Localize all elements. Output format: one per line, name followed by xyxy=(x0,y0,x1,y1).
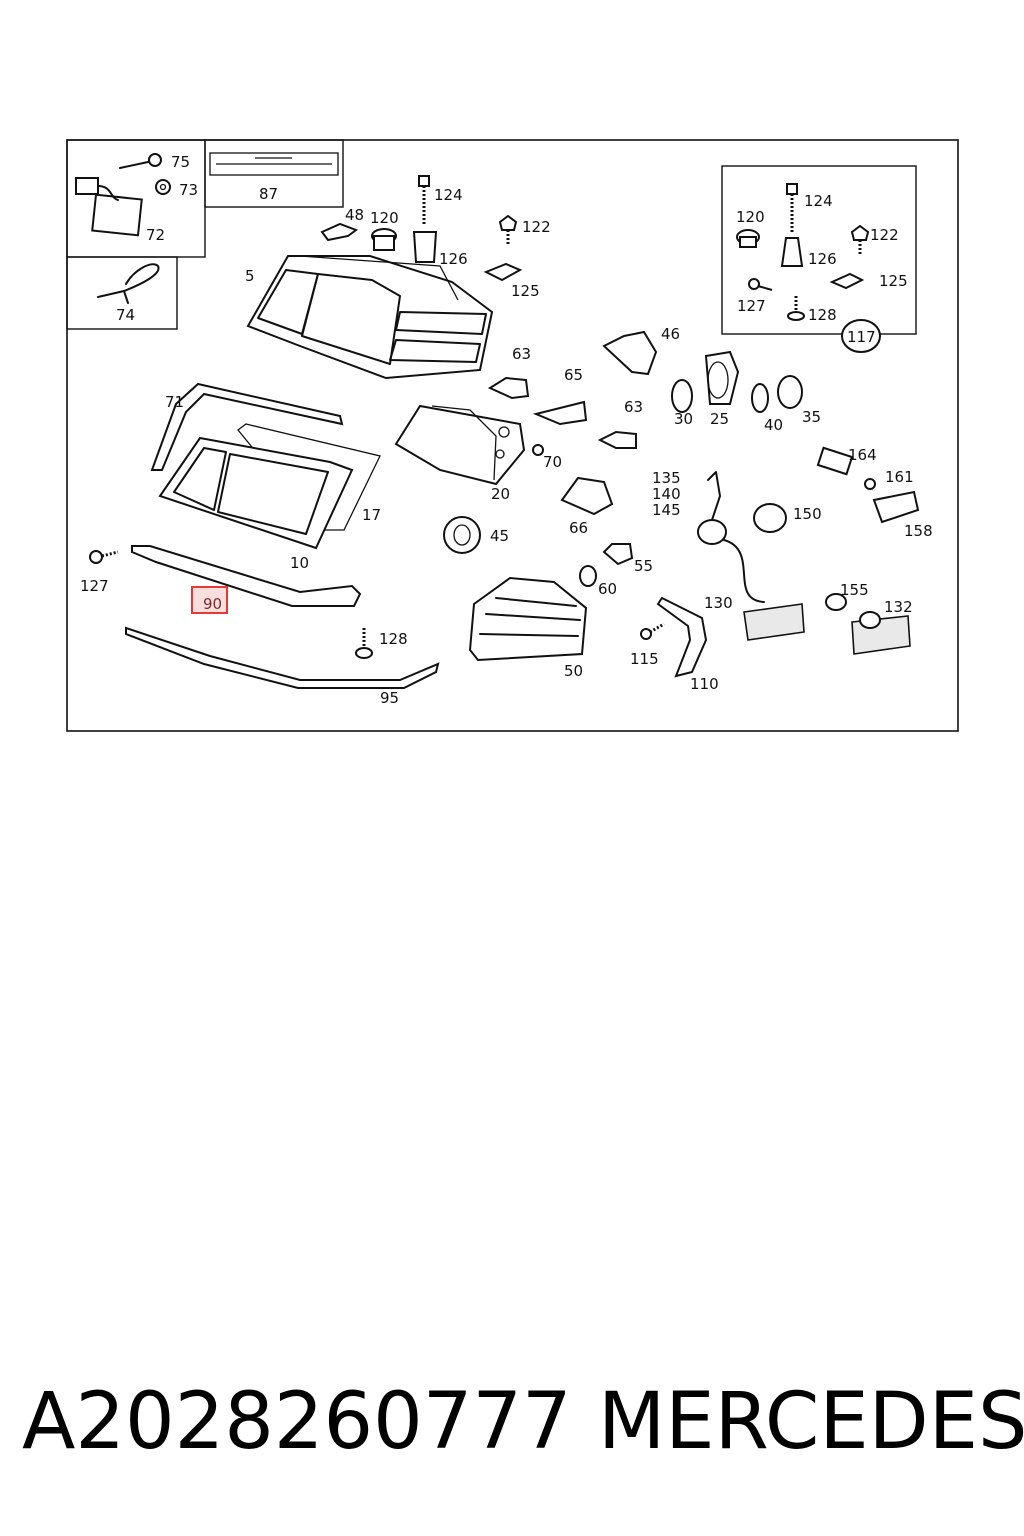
inset-callout-128: 128 xyxy=(808,306,837,324)
callout-72: 72 xyxy=(146,226,165,244)
callout-65: 65 xyxy=(564,366,583,384)
callout-60: 60 xyxy=(598,580,617,598)
trim-strip-90 xyxy=(131,545,362,607)
callout-48: 48 xyxy=(345,206,364,224)
bracket-110 xyxy=(640,596,708,678)
callout-50: 50 xyxy=(564,662,583,680)
callout-130: 130 xyxy=(704,594,733,612)
callout-35: 35 xyxy=(802,408,821,426)
callout-17: 17 xyxy=(362,506,381,524)
callout-63a: 63 xyxy=(512,345,531,363)
callout-127: 127 xyxy=(80,577,109,595)
inset-callout-125: 125 xyxy=(879,272,908,290)
callout-75: 75 xyxy=(171,153,190,171)
callout-128: 128 xyxy=(379,630,408,648)
side-markers xyxy=(743,490,920,655)
highlight-box-90 xyxy=(191,586,228,614)
callout-132: 132 xyxy=(884,598,913,616)
callout-120: 120 xyxy=(370,209,399,227)
callout-46: 46 xyxy=(661,325,680,343)
callout-150: 150 xyxy=(793,505,822,523)
screw-127 xyxy=(89,550,119,564)
diagram-frame xyxy=(66,139,959,732)
screw-128 xyxy=(355,628,373,659)
callout-20: 20 xyxy=(491,485,510,503)
bulbs xyxy=(487,330,803,456)
callout-115: 115 xyxy=(630,650,659,668)
callout-90: 90 xyxy=(203,595,222,613)
callout-40: 40 xyxy=(764,416,783,434)
callout-164: 164 xyxy=(848,446,877,464)
callout-158: 158 xyxy=(904,522,933,540)
callout-161: 161 xyxy=(885,468,914,486)
trim-strip-95 xyxy=(125,626,440,689)
inset-callout-124: 124 xyxy=(804,192,833,210)
top-fasteners xyxy=(320,175,523,282)
callout-70: 70 xyxy=(543,453,562,471)
callout-66: 66 xyxy=(569,519,588,537)
callout-labels: 75 73 72 87 74 48 120 124 126 122 125 5 … xyxy=(80,153,933,707)
callout-122: 122 xyxy=(522,218,551,236)
callout-10: 10 xyxy=(290,554,309,572)
callout-74: 74 xyxy=(116,306,135,324)
inset-callout-127: 127 xyxy=(737,297,766,315)
callout-87: 87 xyxy=(259,185,278,203)
callout-55: 55 xyxy=(634,557,653,575)
callout-155: 155 xyxy=(840,581,869,599)
headlamp-housing-5 xyxy=(246,255,494,380)
trim-71 xyxy=(150,382,344,471)
callout-73: 73 xyxy=(179,181,198,199)
callout-124: 124 xyxy=(434,186,463,204)
callout-25: 25 xyxy=(710,410,729,428)
callout-45: 45 xyxy=(490,527,509,545)
inset-87 xyxy=(204,139,344,208)
callout-125: 125 xyxy=(511,282,540,300)
callout-135: 135 xyxy=(652,469,681,487)
brand-name: MERCEDES xyxy=(598,1377,1024,1467)
callout-145: 145 xyxy=(652,501,681,519)
callout-110: 110 xyxy=(690,675,719,693)
inset-callout-126: 126 xyxy=(808,250,837,268)
inset-cable-tie xyxy=(66,256,178,330)
turn-signal-50 xyxy=(468,576,588,662)
callout-63b: 63 xyxy=(624,398,643,416)
callout-71: 71 xyxy=(165,393,184,411)
inset-fasteners-117 xyxy=(721,165,917,353)
caption: A2028260777 MERCEDES xyxy=(22,1372,1024,1472)
callout-140: 140 xyxy=(652,485,681,503)
reflector-20 xyxy=(394,404,526,486)
callout-95: 95 xyxy=(380,689,399,707)
inset-callout-117: 117 xyxy=(847,328,876,346)
part-number: A2028260777 xyxy=(22,1377,572,1467)
callout-126: 126 xyxy=(439,250,468,268)
lens-10-seal-17 xyxy=(158,423,381,550)
callout-5: 5 xyxy=(245,267,255,285)
callout-30: 30 xyxy=(674,410,693,428)
sockets xyxy=(443,446,876,603)
inset-callout-122: 122 xyxy=(870,226,899,244)
inset-callout-120: 120 xyxy=(736,208,765,226)
inset-connector xyxy=(66,139,206,258)
